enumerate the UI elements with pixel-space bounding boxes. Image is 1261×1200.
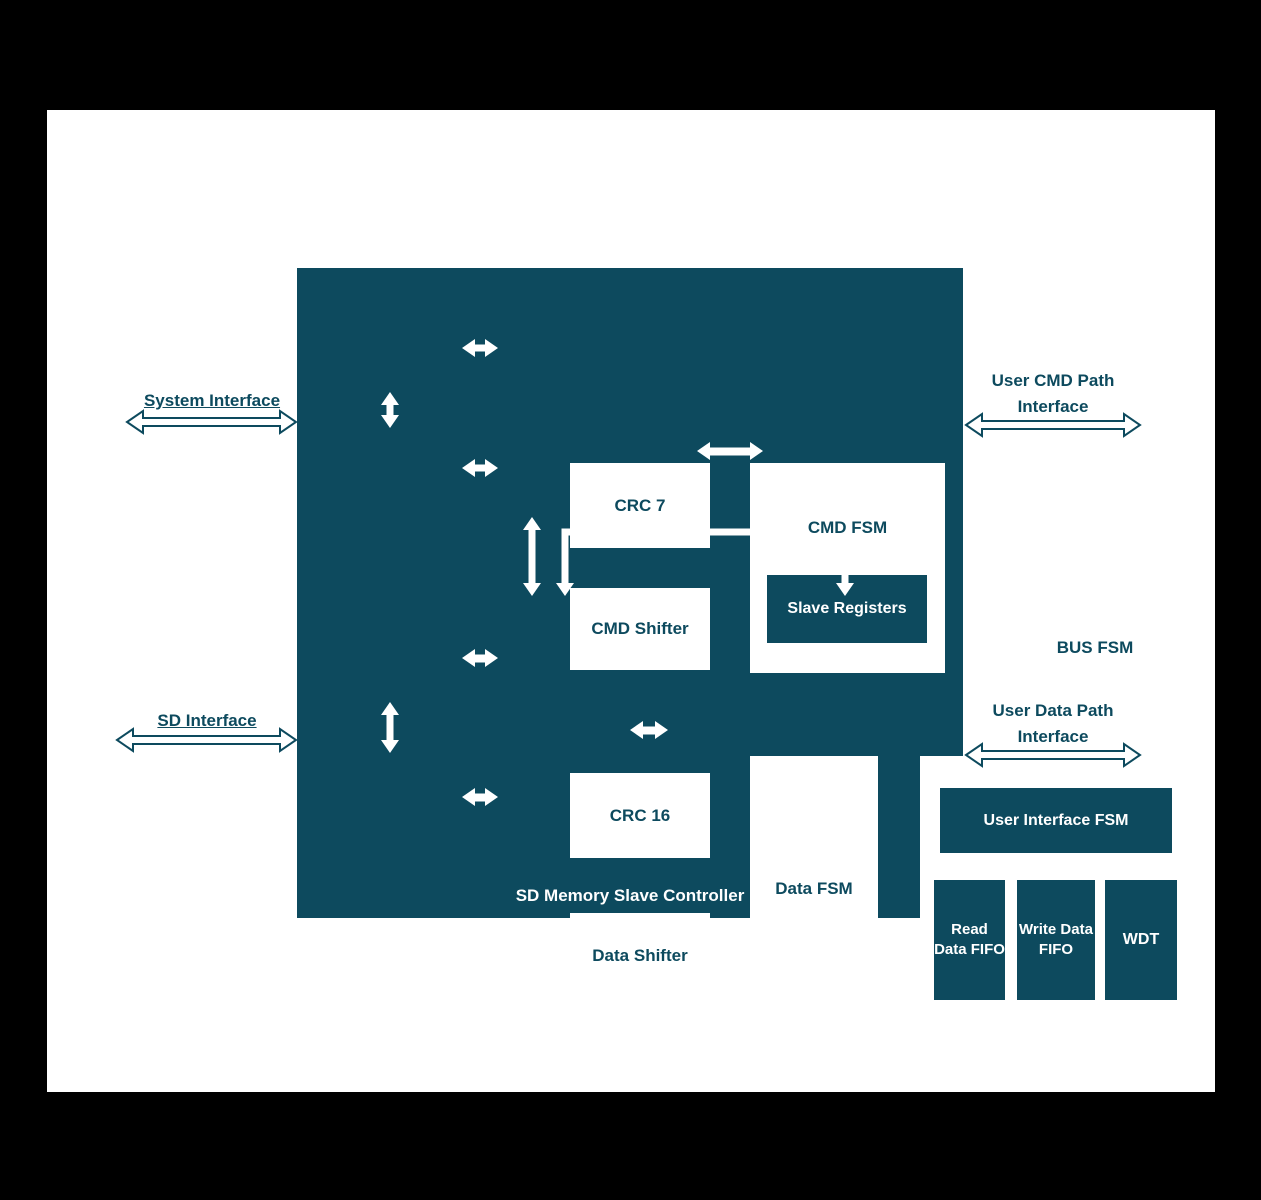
data-fsm-label: Data FSM: [775, 878, 853, 898]
user-cmd-path-label: User CMD Path Interface: [991, 371, 1115, 416]
cmd-fsm-label: CMD FSM: [807, 518, 888, 537]
data-shifter-label: Data Shifter: [592, 945, 688, 965]
controller-title: SD Memory Slave Controller: [515, 886, 745, 905]
crc7-block: CRC 7: [570, 463, 710, 548]
sd-memory-slave-controller-block: CRC 7 CMD Shifter CMD FSM Slave Register…: [297, 268, 1190, 1021]
data-shifter-block: Data Shifter: [570, 913, 710, 998]
system-interface-label: System Interface: [143, 391, 281, 410]
arrow-system-interface: [125, 409, 298, 435]
crc16-block: CRC 16: [570, 773, 710, 858]
user-interface-fsm-block: User Interface FSM: [940, 788, 1172, 853]
slave-registers-block: Slave Registers: [767, 575, 927, 643]
user-interface-block: User Interface FSM Read Data FIFO Write …: [920, 756, 1190, 1018]
cmd-shifter-block: CMD Shifter: [570, 588, 710, 670]
bus-fsm-block: BUS FSM: [1015, 583, 1175, 713]
page: CRC 7 CMD Shifter CMD FSM Slave Register…: [47, 110, 1215, 1092]
read-data-fifo-block: Read Data FIFO: [934, 880, 1005, 1000]
write-data-fifo-label: Write Data FIFO: [1019, 920, 1093, 958]
write-data-fifo-block: Write Data FIFO: [1017, 880, 1095, 1000]
read-data-fifo-label: Read Data FIFO: [934, 920, 1005, 958]
data-fsm-block: Data FSM: [750, 756, 878, 1021]
user-interface-fsm-label: User Interface FSM: [983, 811, 1129, 829]
bus-fsm-label: BUS FSM: [1056, 638, 1134, 657]
sd-interface-label: SD Interface: [157, 711, 257, 730]
wdt-block: WDT: [1105, 880, 1177, 1000]
cmd-fsm-block: CMD FSM Slave Registers: [750, 463, 945, 673]
slave-registers-label: Slave Registers: [787, 600, 907, 618]
user-data-path-label: User Data Path Interface: [992, 701, 1114, 746]
crc16-label: CRC 16: [609, 805, 671, 825]
wdt-label: WDT: [1122, 931, 1160, 949]
cmd-shifter-label: CMD Shifter: [591, 619, 689, 638]
crc7-label: CRC 7: [614, 495, 666, 515]
